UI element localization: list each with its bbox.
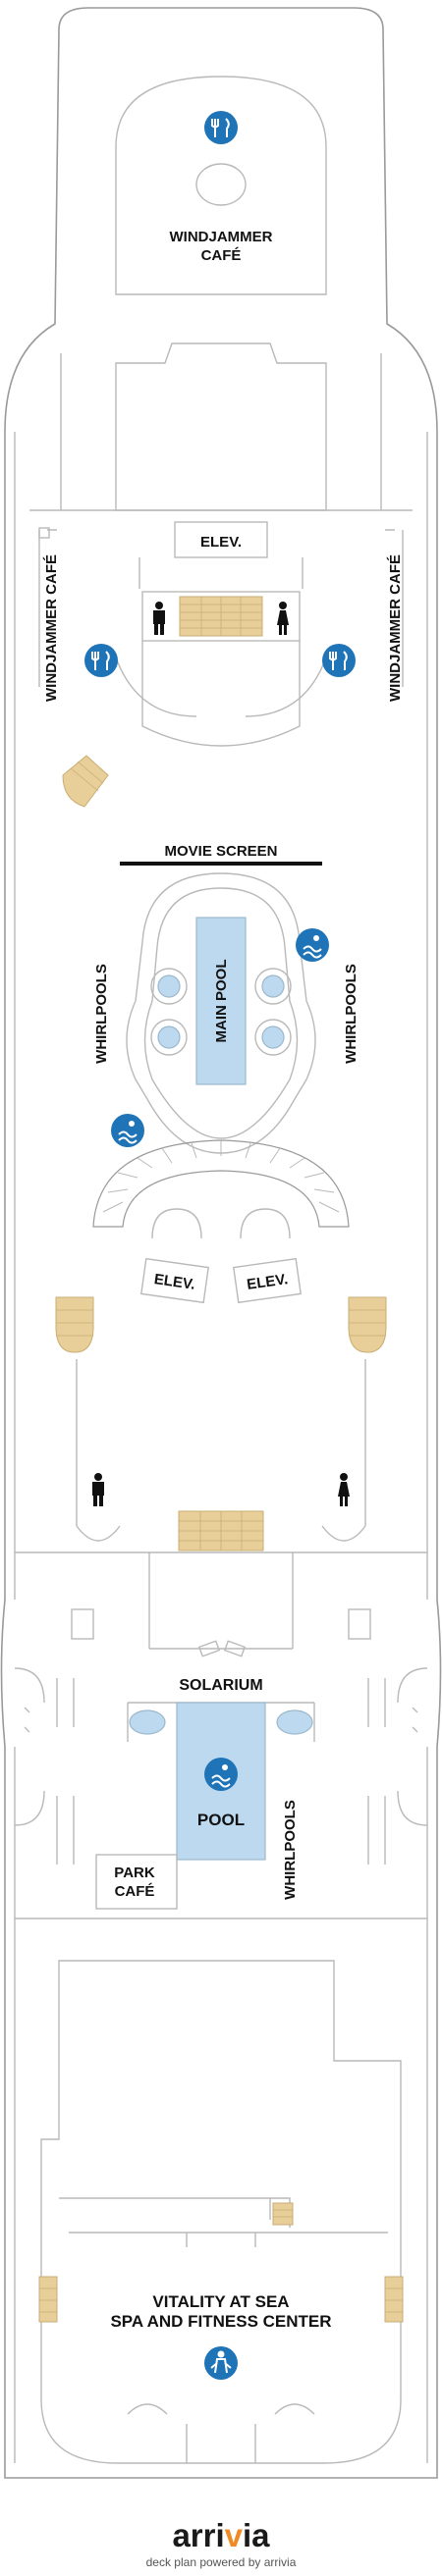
solarium-label: SOLARIUM: [179, 1677, 262, 1694]
main-pool-label: MAIN POOL: [213, 960, 230, 1043]
whirlpool: [157, 974, 181, 998]
pool-icon: [111, 1114, 144, 1147]
vitality-spa-label: VITALITY AT SEA: [152, 2292, 289, 2311]
whirlpool: [157, 1025, 181, 1049]
stairs-spa: [272, 2202, 294, 2226]
movie-screen: [120, 862, 322, 866]
restroom-men-icon: [153, 602, 165, 635]
windjammer-side-right-label: WINDJAMMER CAFÉ: [387, 554, 404, 702]
whirlpool: [276, 1709, 313, 1735]
powered-by-tagline: deck plan powered by arrivia: [145, 2555, 297, 2569]
atrium-block: [115, 342, 327, 511]
stairs-spa-left: [38, 2276, 58, 2323]
whirlpool: [261, 1025, 285, 1049]
elevator-label-aft-right: ELEV.: [246, 1271, 289, 1293]
vitality-spa-label-2: SPA AND FITNESS CENTER: [110, 2312, 331, 2331]
whirlpools-right-label: WHIRLPOOLS: [343, 964, 359, 1064]
spa-icon: [204, 2346, 238, 2380]
whirlpool: [261, 974, 285, 998]
lattice-arch: [92, 1139, 350, 1228]
dining-icon: [84, 644, 118, 677]
movie-screen-label: MOVIE SCREEN: [164, 843, 277, 860]
spa-fitness-room: [40, 1960, 402, 2464]
stairs-aft-right: [348, 1296, 387, 1353]
park-cafe-label-2: CAFÉ: [115, 1883, 155, 1900]
stairs-aft-left: [55, 1296, 94, 1353]
arrivia-logo: arrivia: [172, 2517, 270, 2553]
main-pool: [195, 917, 247, 1085]
pool-label: POOL: [197, 1811, 245, 1829]
windjammer-forward-room: [115, 76, 327, 295]
dining-icon: [204, 111, 238, 144]
park-cafe-label: PARK: [114, 1865, 155, 1881]
restroom-women-icon: [277, 602, 289, 635]
elevator-label-forward: ELEV.: [200, 534, 242, 551]
windjammer-side-left-label: WINDJAMMER CAFÉ: [43, 554, 60, 702]
restroom-women-icon: [338, 1473, 350, 1506]
elevator-label-aft-left: ELEV.: [153, 1271, 196, 1293]
stairs-fragment: [62, 755, 109, 808]
stairs-spa-right: [384, 2276, 404, 2323]
whirlpools-solarium-label: WHIRLPOOLS: [282, 1800, 299, 1900]
restroom-men-icon: [92, 1473, 104, 1506]
pool-icon: [296, 928, 329, 962]
hull-outline: [0, 7, 442, 2479]
windjammer-cafe-label-2: CAFÉ: [201, 247, 242, 264]
dining-icon: [322, 644, 356, 677]
whirlpool: [129, 1709, 166, 1735]
pool-icon: [204, 1758, 238, 1791]
whirlpools-left-label: WHIRLPOOLS: [93, 964, 110, 1064]
windjammer-cafe-label: WINDJAMMER: [170, 229, 273, 245]
